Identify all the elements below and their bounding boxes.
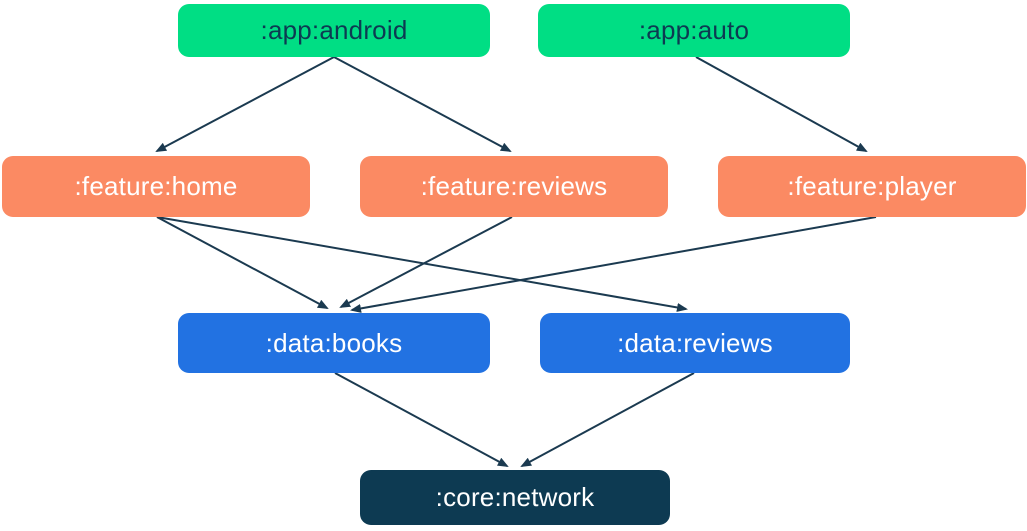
module-node-label: :data:reviews: [617, 327, 773, 358]
module-node-label: :feature:home: [74, 171, 238, 201]
module-node-app-auto: :app:auto: [538, 4, 850, 57]
module-node-core-network: :core:network: [360, 470, 670, 525]
module-node-label: :app:android: [260, 15, 408, 45]
module-node-label: :feature:player: [787, 171, 957, 201]
module-node-data-reviews: :data:reviews: [540, 313, 850, 373]
edge-feature-reviews-to-data-books: [339, 216, 513, 308]
edge-feature-home-to-data-reviews: [156, 216, 688, 312]
edge-feature-player-to-data-books: [350, 216, 877, 313]
module-node-feature-reviews: :feature:reviews: [360, 156, 668, 217]
edge-app-android-to-feature-home: [155, 56, 335, 152]
edge-data-books-to-core-network: [334, 372, 509, 467]
module-node-feature-home: :feature:home: [2, 156, 310, 217]
edge-app-android-to-feature-reviews: [333, 56, 512, 152]
module-node-label: :feature:reviews: [420, 171, 608, 201]
module-node-label: :data:books: [265, 327, 403, 358]
edge-feature-home-to-data-books: [156, 216, 329, 309]
module-node-data-books: :data:books: [178, 313, 490, 373]
module-node-label: :core:network: [435, 482, 595, 512]
edge-app-auto-to-feature-player: [695, 56, 868, 152]
edge-data-reviews-to-core-network: [520, 372, 695, 467]
module-node-label: :app:auto: [638, 15, 750, 45]
module-node-app-android: :app:android: [178, 4, 490, 57]
module-node-feature-player: :feature:player: [718, 156, 1026, 217]
